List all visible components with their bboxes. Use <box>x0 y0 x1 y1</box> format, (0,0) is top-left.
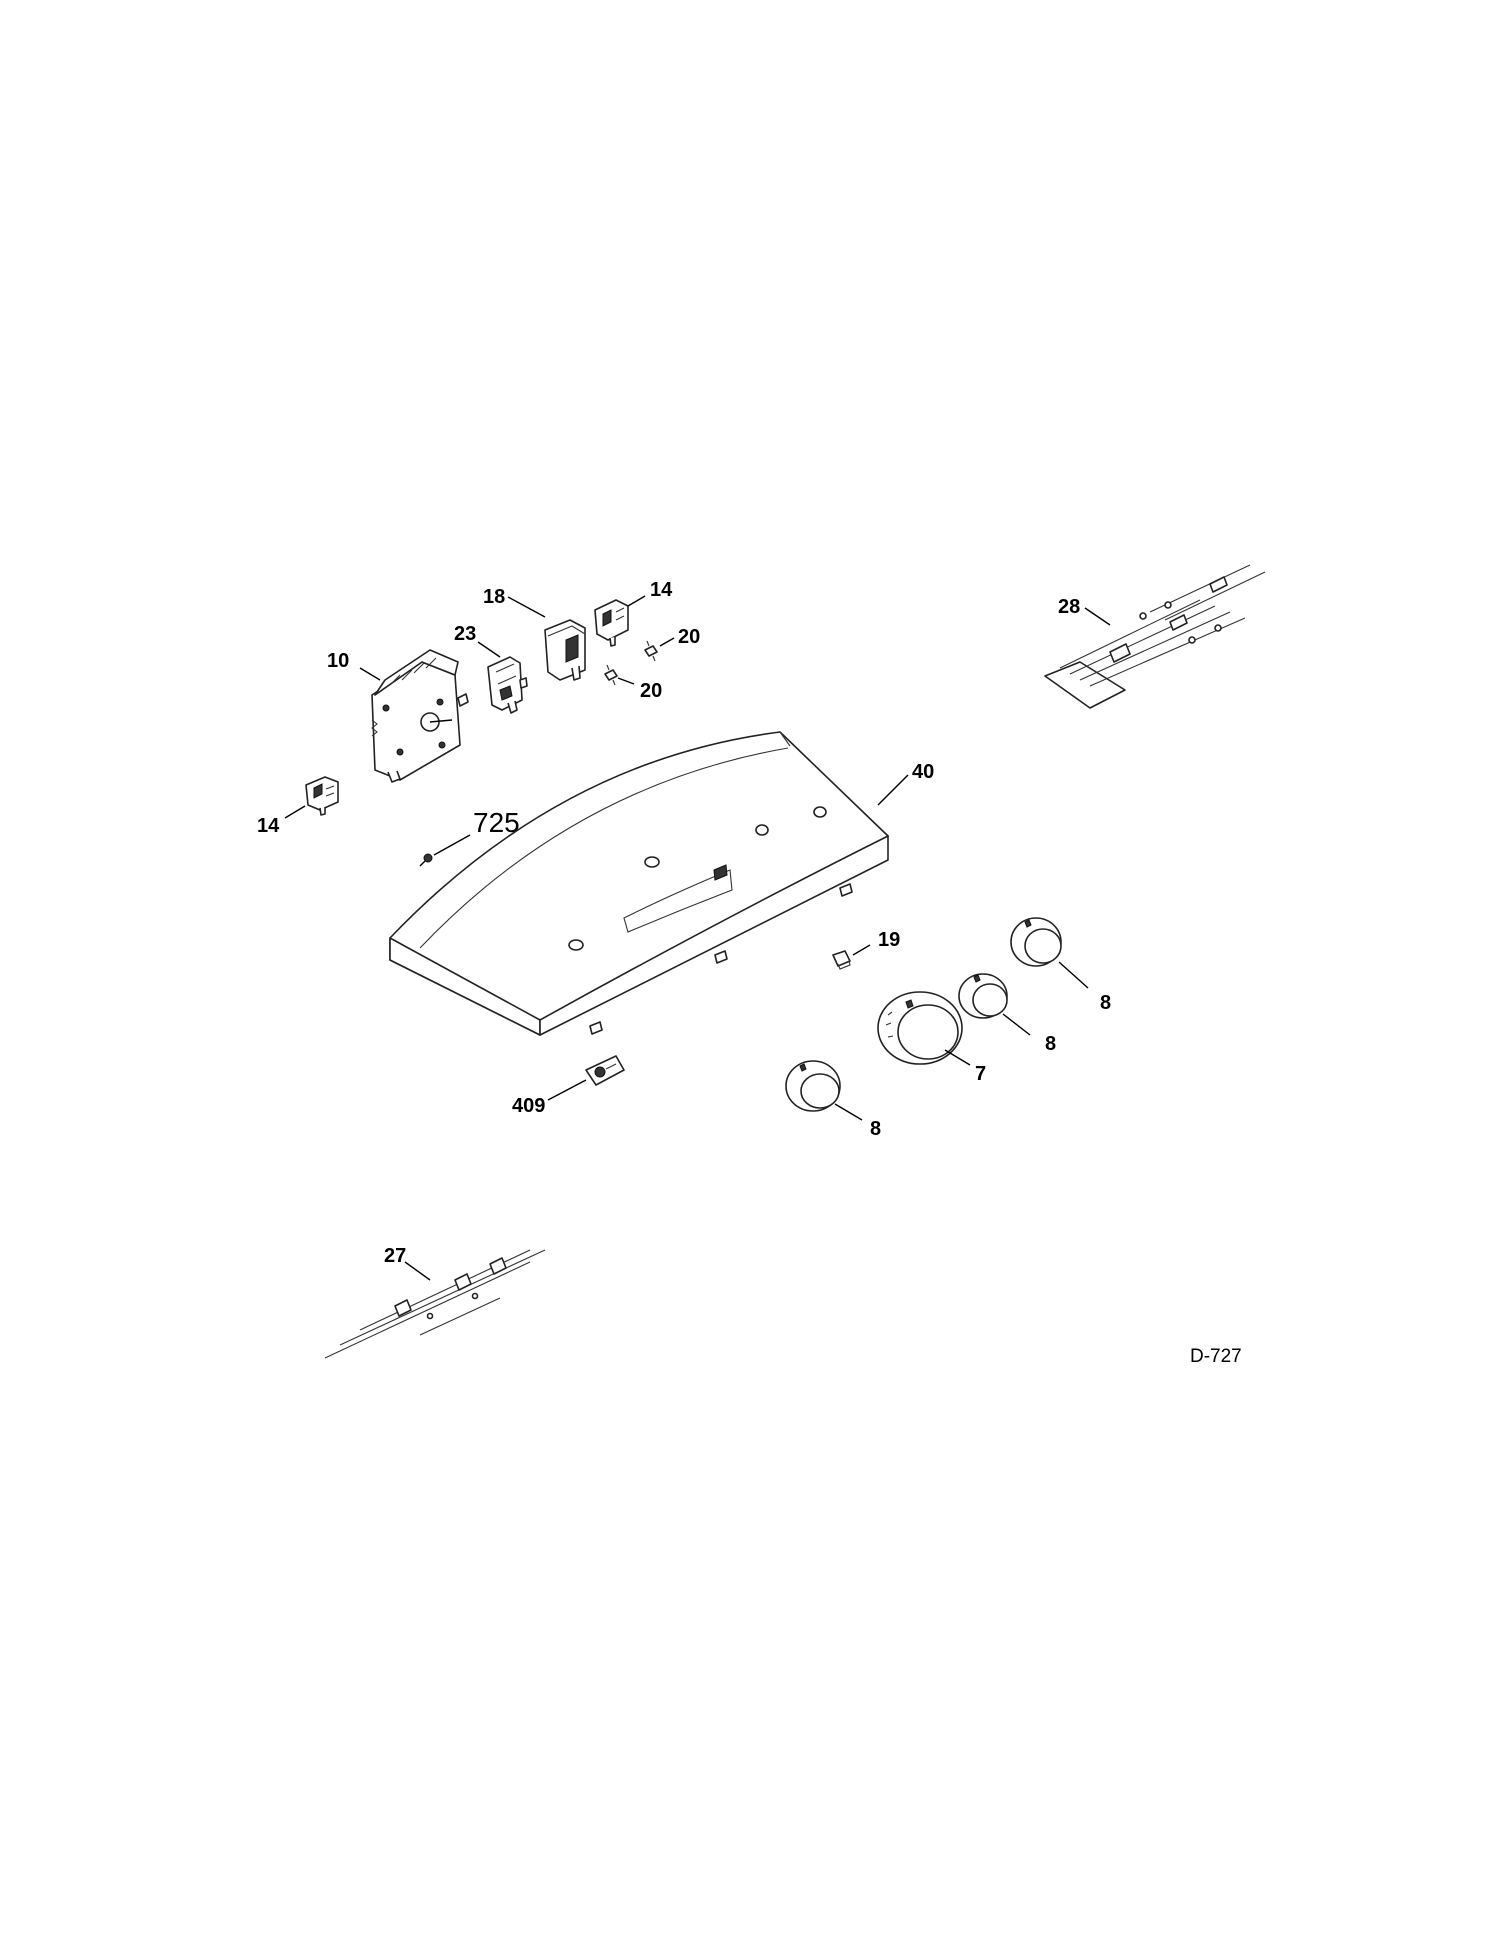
switch-18-leader <box>507 596 546 618</box>
callout-40: 40 <box>912 761 934 783</box>
callout-18: 18 <box>483 586 505 608</box>
timer-part <box>371 649 469 783</box>
switch-18-part <box>544 619 586 681</box>
callout-28: 28 <box>1058 596 1080 618</box>
callout-8-b: 8 <box>1045 1033 1056 1055</box>
callout-14-top: 14 <box>650 579 673 601</box>
timer-knob-leader <box>944 1049 971 1066</box>
callout-20-b: 20 <box>640 680 662 702</box>
knob-b-part <box>958 973 1008 1019</box>
switch-14-top-leader <box>627 595 646 607</box>
light-part <box>832 950 851 970</box>
switch-23-part <box>487 656 528 714</box>
callout-409: 409 <box>512 1095 545 1117</box>
knob-a-part <box>1010 917 1062 967</box>
harness-right-leader <box>1084 607 1111 626</box>
badge-part <box>585 1055 625 1086</box>
console-part <box>389 731 889 1036</box>
badge-leader <box>547 1079 587 1101</box>
callout-725: 725 <box>473 807 520 838</box>
callout-8-a: 8 <box>1100 992 1111 1014</box>
callout-10: 10 <box>327 650 349 672</box>
screw-leader <box>433 834 471 856</box>
knob-c-leader <box>834 1103 863 1121</box>
clip-a-leader <box>659 637 675 647</box>
drawing-code: D-727 <box>1190 1346 1242 1367</box>
callout-27: 27 <box>384 1245 406 1267</box>
switch-14-top-part <box>594 599 629 647</box>
clip-b-part <box>604 664 618 686</box>
callout-20-a: 20 <box>678 626 700 648</box>
switch-23-leader <box>477 641 501 658</box>
light-leader <box>852 944 871 956</box>
timer-knob-part <box>877 991 963 1065</box>
harness-left-leader <box>404 1261 431 1281</box>
knob-b-leader <box>1002 1013 1031 1036</box>
harness-right-part <box>1044 564 1266 709</box>
switch-14-left-part <box>305 776 339 816</box>
clip-a-part <box>644 640 658 662</box>
callout-8-c: 8 <box>870 1118 881 1140</box>
knob-c-part <box>785 1060 841 1112</box>
clip-b-leader <box>617 677 635 685</box>
switch-14-left-leader <box>284 805 306 819</box>
knob-a-leader <box>1058 961 1089 989</box>
screw-part <box>419 853 433 867</box>
timer-leader <box>359 667 381 681</box>
harness-left-part <box>324 1249 546 1359</box>
console-leader <box>877 774 909 806</box>
callout-19: 19 <box>878 929 900 951</box>
callout-23: 23 <box>454 623 476 645</box>
callout-14-left: 14 <box>257 815 280 837</box>
callout-7: 7 <box>975 1063 986 1085</box>
